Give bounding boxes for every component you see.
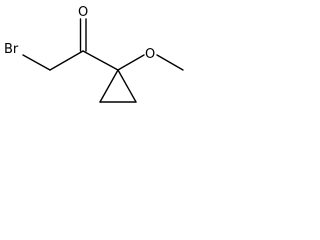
bond-ring-right [117,69,137,103]
atom-label-bromine: Br [4,42,19,57]
atom-label-ether-oxygen: O [145,47,155,62]
atom-label-carbonyl-oxygen: O [78,5,88,20]
bond-carbonyl-ring [82,50,119,71]
bond-ring-left [99,69,119,103]
bond-ch2-carbonyl [49,50,84,71]
chemical-structure: Br O O [4,5,184,103]
bond-ring-ether-oxygen [117,54,145,71]
bond-br-ch2 [22,54,51,71]
bond-oxygen-methyl [156,54,184,71]
